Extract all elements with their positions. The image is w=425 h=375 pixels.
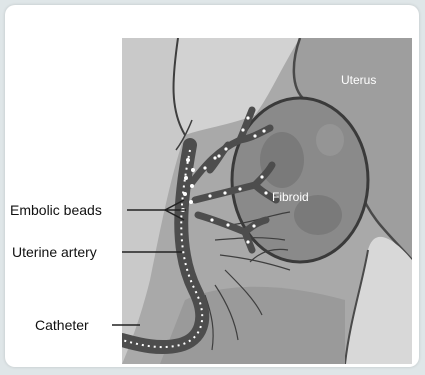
catheter-label: Catheter (35, 317, 89, 333)
embolic-beads-label: Embolic beads (10, 202, 102, 218)
fibroid-label: Fibroid (272, 190, 309, 204)
fibroid-inner-1 (260, 132, 304, 188)
fibroid-inner-3 (316, 124, 344, 156)
uterus-label: Uterus (341, 73, 376, 87)
uterine-artery-label: Uterine artery (12, 244, 97, 260)
